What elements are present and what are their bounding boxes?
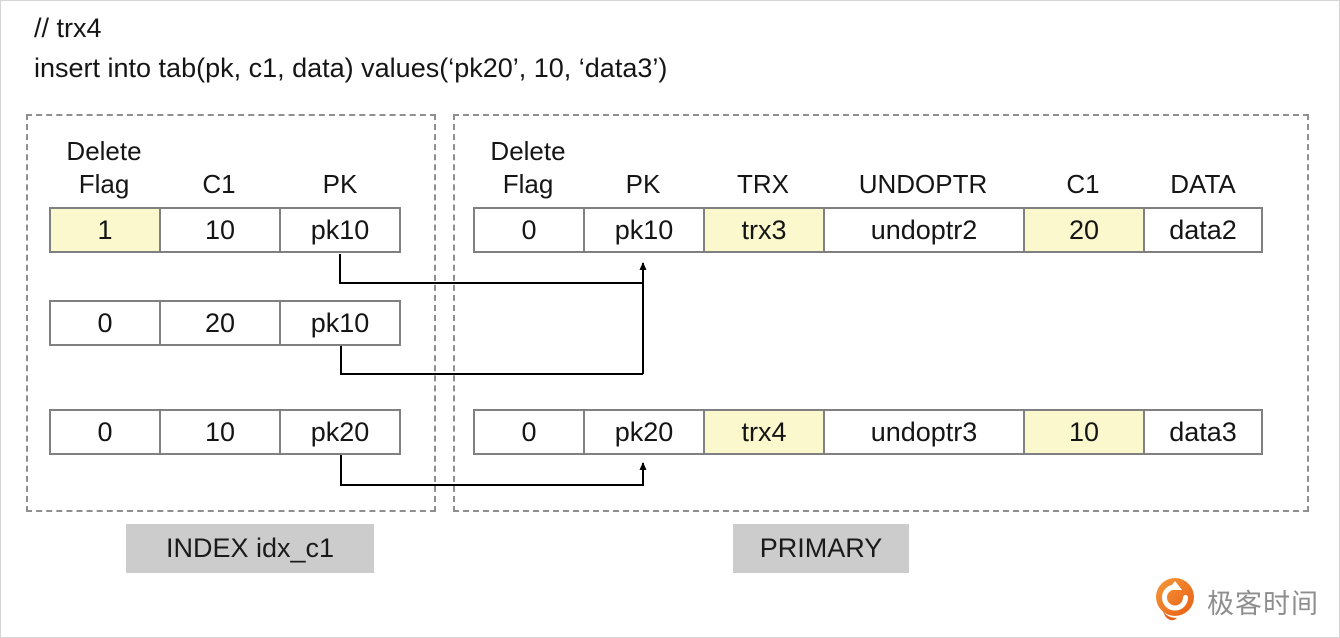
- primary-section-label: PRIMARY: [733, 524, 909, 573]
- primary-col-header-delete-flag: Delete Flag: [490, 136, 566, 199]
- trx-comment: // trx4: [34, 13, 102, 43]
- index-col-header-c1: C1: [202, 169, 236, 199]
- primary-row2-data-cell: data3: [1145, 411, 1261, 453]
- primary-row1-undoptr-cell: undoptr2: [825, 209, 1025, 251]
- index-row3-pk-cell: pk20: [281, 411, 399, 453]
- index-idx-c1-container: [26, 114, 436, 512]
- primary-row1-trx-cell: trx3: [705, 209, 825, 251]
- index-row-3: 0 10 pk20: [49, 409, 401, 455]
- primary-col-header-c1: C1: [1066, 169, 1100, 199]
- geektime-logo: 极客时间: [1153, 576, 1319, 626]
- primary-row2-trx-cell: trx4: [705, 411, 825, 453]
- index-row-2: 0 20 pk10: [49, 300, 401, 346]
- primary-row-2: 0 pk20 trx4 undoptr3 10 data3: [473, 409, 1263, 455]
- primary-col-header-data: DATA: [1170, 169, 1236, 199]
- index-col-header-pk: PK: [322, 169, 358, 199]
- primary-row1-data-cell: data2: [1145, 209, 1261, 251]
- index-row2-pk-cell: pk10: [281, 302, 399, 344]
- primary-row1-pk-cell: pk10: [585, 209, 705, 251]
- primary-row2-c1-cell: 10: [1025, 411, 1145, 453]
- primary-row2-pk-cell: pk20: [585, 411, 705, 453]
- primary-container: [453, 114, 1309, 512]
- index-row3-c1-cell: 10: [161, 411, 281, 453]
- primary-row1-c1-cell: 20: [1025, 209, 1145, 251]
- index-col-header-delete-flag: Delete Flag: [66, 136, 142, 199]
- index-row3-delete-flag-cell: 0: [51, 411, 161, 453]
- index-row2-c1-cell: 20: [161, 302, 281, 344]
- index-row1-pk-cell: pk10: [281, 209, 399, 251]
- primary-row2-undoptr-cell: undoptr3: [825, 411, 1025, 453]
- geektime-logo-icon: [1156, 578, 1194, 621]
- index-row1-delete-flag-cell: 1: [51, 209, 161, 251]
- primary-row2-delete-flag-cell: 0: [475, 411, 585, 453]
- primary-row-1: 0 pk10 trx3 undoptr2 20 data2: [473, 207, 1263, 253]
- primary-col-header-trx: TRX: [737, 169, 789, 199]
- index-row1-c1-cell: 10: [161, 209, 281, 251]
- geektime-logo-text: 极客时间: [1207, 588, 1319, 619]
- primary-row1-delete-flag-cell: 0: [475, 209, 585, 251]
- index-section-label: INDEX idx_c1: [126, 524, 374, 573]
- insert-sql-statement: insert into tab(pk, c1, data) values(‘pk…: [34, 53, 668, 83]
- index-row2-delete-flag-cell: 0: [51, 302, 161, 344]
- index-row-1: 1 10 pk10: [49, 207, 401, 253]
- primary-col-header-undoptr: UNDOPTR: [858, 169, 988, 199]
- primary-col-header-pk: PK: [625, 169, 661, 199]
